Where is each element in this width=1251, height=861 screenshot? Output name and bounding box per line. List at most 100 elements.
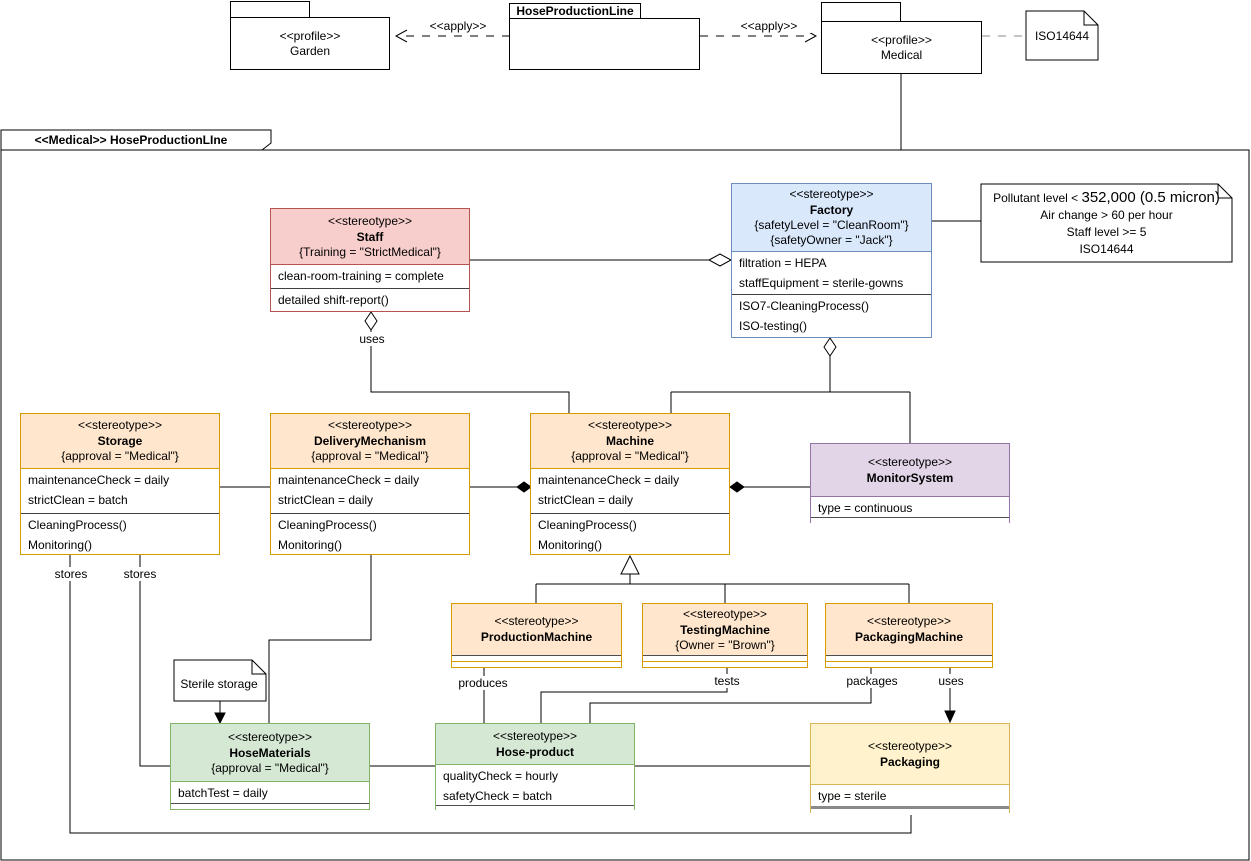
class-name: Hose-product [496, 744, 574, 759]
class-hose-product[interactable]: <<stereotype>> Hose-product qualityCheck… [435, 723, 635, 811]
apply-label-left: <<apply>> [416, 19, 500, 33]
package-stereotype: <<profile>> [871, 33, 932, 47]
frame-title-pentagon [0, 129, 272, 151]
factory-bottom-diamond [823, 337, 837, 357]
class-staff[interactable]: <<stereotype>> Staff {Training = "Strict… [270, 208, 470, 312]
empty-section [643, 661, 807, 667]
stereotype-label: <<stereotype>> [494, 614, 579, 628]
empty-section [452, 661, 621, 667]
attribute: safetyCheck = batch [443, 789, 553, 803]
package-hoseproductionline[interactable] [509, 18, 700, 70]
class-delivery-mechanism[interactable]: <<stereotype>> DeliveryMechanism {approv… [270, 413, 470, 555]
class-monitor-system[interactable]: <<stereotype>> MonitorSystem type = cont… [810, 443, 1010, 523]
class-hose-materials[interactable]: <<stereotype>> HoseMaterials {approval =… [170, 723, 370, 810]
class-name: DeliveryMechanism [313, 434, 427, 448]
operation: CleaningProcess() [28, 518, 127, 532]
package-garden[interactable]: <<profile>> Garden [230, 17, 390, 70]
factory-note[interactable]: Pollutant level < 352,000 (0.5 micron) A… [983, 188, 1230, 258]
uses-packaging-arrowhead [944, 710, 956, 724]
class-storage[interactable]: <<stereotype>> Storage {approval = "Medi… [20, 413, 220, 555]
constraint-label: {safetyLevel = "CleanRoom"} [754, 218, 909, 232]
stereotype-label: <<stereotype>> [77, 418, 163, 432]
stereotype-label: <<stereotype>> [327, 418, 413, 432]
class-factory[interactable]: <<stereotype>> Factory {safetyLevel = "C… [731, 183, 932, 338]
attribute: clean-room-training = complete [278, 269, 444, 283]
empty-section [826, 655, 992, 661]
package-garden-tab[interactable] [230, 1, 310, 18]
attribute: maintenanceCheck = daily [28, 473, 170, 487]
package-medical-tab[interactable] [821, 2, 901, 22]
tests-edge [540, 668, 728, 723]
empty-section [811, 517, 1009, 523]
package-medical[interactable]: <<profile>> Medical [821, 21, 982, 74]
class-packaging[interactable]: <<stereotype>> Packaging type = sterile [810, 723, 1010, 815]
factory-note-line2: Air change > 60 per hour [1040, 207, 1173, 222]
uses-packaging-label: uses [928, 674, 974, 688]
attribute: qualityCheck = hourly [443, 769, 559, 783]
sterile-note-fold [251, 660, 266, 675]
stereotype-label: <<stereotype>> [227, 729, 313, 744]
constraint-label: {Training = "StrictMedical"} [299, 244, 441, 259]
package-name: HoseProductionLine [516, 4, 634, 18]
empty-section [171, 803, 369, 809]
iso-note-shape [1025, 10, 1099, 61]
class-production-machine[interactable]: <<stereotype>> ProductionMachine [451, 603, 622, 668]
packages-label: packages [838, 674, 906, 688]
factory-note-line3: Staff level >= 5 [1066, 224, 1147, 239]
constraint-label: {safetyOwner = "Jack"} [770, 233, 893, 247]
empty-section [436, 805, 634, 811]
class-name: Staff [356, 229, 384, 244]
class-packaging-machine[interactable]: <<stereotype>> PackagingMachine [825, 603, 993, 668]
attribute: maintenanceCheck = daily [278, 473, 420, 487]
attribute: strictClean = daily [278, 493, 374, 507]
stereotype-label: <<stereotype>> [789, 187, 874, 201]
class-name: Packaging [879, 754, 941, 769]
package-name: Garden [289, 44, 331, 58]
attribute: strictClean = batch [28, 493, 128, 507]
constraint-label: {approval = "Medical"} [571, 449, 689, 463]
class-name: Storage [97, 434, 143, 448]
sterile-note-shape [173, 659, 267, 702]
class-name: ProductionMachine [480, 630, 593, 644]
apply-arrowhead-left [394, 29, 408, 43]
iso-note-text[interactable]: ISO14644 [1034, 29, 1090, 43]
operation: Monitoring() [278, 538, 343, 552]
delivery-materials-edge [268, 555, 372, 723]
constraint-label: {approval = "Medical"} [61, 449, 179, 463]
stereotype-label: <<stereotype>> [867, 738, 953, 753]
stereotype-label: <<stereotype>> [866, 614, 952, 628]
class-testing-machine[interactable]: <<stereotype>> TestingMachine {Owner = "… [642, 603, 808, 668]
sterile-storage-note[interactable]: Sterile storage [180, 677, 258, 691]
staff-machine-edge [370, 330, 570, 413]
factory-note-fold [1217, 184, 1232, 199]
operation: detailed shift-report() [278, 293, 389, 307]
factory-note-shape [980, 183, 1233, 263]
class-name: Factory [809, 203, 854, 217]
attribute: filtration = HEPA [739, 256, 827, 270]
empty-section [643, 655, 807, 661]
package-hoseproductionline-tab[interactable]: HoseProductionLine [509, 3, 641, 19]
frame-border [0, 149, 1250, 861]
operation: ISO-testing() [739, 319, 808, 333]
staff-uses-diamond [364, 311, 378, 331]
class-name: PackagingMachine [854, 630, 964, 644]
operation: ISO7-CleaningProcess() [739, 299, 870, 313]
attribute: staffEquipment = sterile-gowns [739, 276, 904, 290]
class-name: MonitorSystem [866, 470, 954, 485]
class-machine[interactable]: <<stereotype>> Machine {approval = "Medi… [530, 413, 730, 555]
constraint-label: {approval = "Medical"} [311, 449, 429, 463]
stereotype-label: <<stereotype>> [682, 606, 768, 621]
constraint-label: {Owner = "Brown"} [675, 637, 775, 652]
produces-label: produces [450, 676, 516, 690]
apply-label-right: <<apply>> [727, 19, 811, 33]
stores-label-1: stores [48, 567, 94, 581]
factory-machine-monitor-edge [670, 356, 911, 443]
factory-aggregation-diamond [707, 253, 733, 267]
factory-note-line4: ISO14644 [1079, 241, 1134, 256]
stores-label-2: stores [117, 567, 163, 581]
attribute: strictClean = daily [538, 493, 634, 507]
package-name: Medical [880, 48, 923, 62]
empty-section [452, 655, 621, 661]
attribute: maintenanceCheck = daily [538, 473, 680, 487]
